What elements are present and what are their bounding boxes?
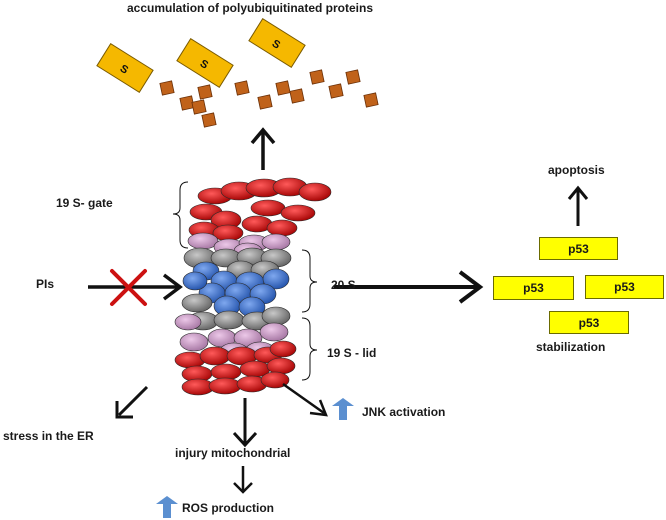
- red-subunit: [260, 371, 290, 389]
- blue-subunit: [262, 268, 290, 290]
- pink-subunit: [174, 313, 202, 331]
- substrate-box: S: [248, 18, 306, 68]
- red-subunit: [199, 346, 231, 366]
- jnk-label: JNK activation: [362, 405, 446, 419]
- lid-label: 19 S - lid: [327, 346, 377, 360]
- p53-box: p53: [539, 237, 618, 260]
- proteasome: [174, 177, 332, 396]
- arrow-injury-head: [232, 431, 258, 448]
- red-subunit: [208, 377, 242, 395]
- arrow-ros-head: [233, 482, 253, 494]
- accumulation-label: accumulation of polyubiquitinated protei…: [127, 1, 374, 15]
- blue-subunit: [182, 271, 208, 291]
- injury-label: injury mitochondrial: [175, 446, 291, 460]
- ros-label: ROS production: [182, 501, 274, 515]
- ubiquitin-chain: [159, 69, 379, 128]
- ros-up-arrow-icon: [156, 496, 178, 518]
- inhibition-x-icon: [110, 269, 147, 306]
- stabilization-label: stabilization: [536, 340, 606, 354]
- substrate-boxes: S S S: [96, 18, 306, 93]
- arrow-to-p53-head: [458, 270, 484, 304]
- arrow-jnk: [282, 382, 325, 415]
- stress-er-label: stress in the ER: [3, 429, 94, 443]
- gate-brace: [172, 181, 189, 249]
- red-subunit: [266, 357, 296, 375]
- red-subunit: [269, 340, 297, 358]
- gray-subunit: [213, 310, 245, 330]
- pink-subunit: [259, 322, 289, 342]
- substrate-box: S: [176, 38, 234, 88]
- arrow-stress-er-head: [115, 401, 133, 419]
- p53-box: p53: [585, 275, 664, 299]
- pink-subunit: [187, 232, 219, 250]
- p53-box: p53: [549, 311, 629, 334]
- apoptosis-label: apoptosis: [548, 163, 605, 177]
- red-subunit: [210, 363, 242, 381]
- pis-label: PIs: [36, 277, 55, 291]
- lid-brace: [301, 317, 318, 381]
- arrow-up-accumulation-head: [250, 127, 276, 145]
- twenty-s-label: 20 S: [331, 278, 356, 292]
- p53-box: p53: [493, 276, 574, 300]
- jnk-up-arrow-icon: [332, 398, 354, 420]
- arrow-stress-er: [117, 385, 149, 417]
- pis-arrow-head: [162, 273, 183, 301]
- twenty-s-brace: [301, 249, 318, 313]
- gate-label: 19 S- gate: [56, 196, 113, 210]
- gray-subunit: [181, 293, 213, 313]
- substrate-box: S: [96, 43, 154, 93]
- gray-subunit: [261, 306, 291, 326]
- red-subunit: [298, 182, 332, 202]
- arrow-up-apoptosis-head: [567, 185, 589, 200]
- arrow-jnk-head: [309, 399, 328, 417]
- pink-subunit: [179, 332, 209, 352]
- red-subunit: [266, 219, 298, 237]
- red-subunit: [250, 199, 286, 217]
- red-subunit: [280, 204, 316, 222]
- pink-subunit: [261, 233, 291, 251]
